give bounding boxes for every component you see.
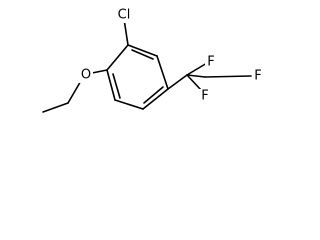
atom-label-fluorine-bottom: F [201, 89, 208, 104]
ring-double-bond-top [131, 49, 154, 60]
atom-fluorine-right: F [252, 69, 264, 84]
atom-fluorine-top: F [205, 55, 217, 70]
ring-bond-bottom [114, 99, 144, 110]
atom-chlorine: Cl [112, 7, 136, 23]
atom-label-fluorine-right: F [254, 69, 261, 84]
bond-ch2-to-ch3 [42, 102, 69, 113]
benzene-ring [106, 44, 169, 110]
atom-fluorine-bottom: F [199, 89, 211, 104]
bond-ring-to-cf3-carbon [167, 74, 188, 90]
atom-oxygen: O [79, 67, 93, 83]
ring-bond-top-left [106, 44, 129, 71]
ring-double-bond-left [112, 73, 121, 99]
ring-bond-left-vertical [106, 69, 116, 101]
bond-ring-to-oxygen [91, 69, 108, 74]
atom-label-oxygen: O [81, 68, 91, 83]
atom-label-chlorine: Cl [118, 8, 131, 23]
bond-cf3-to-f-top [186, 62, 208, 76]
bond-ring-to-chlorine [123, 18, 129, 46]
ring-bond-bottom-right [142, 88, 169, 110]
ring-bond-top-right [127, 44, 158, 57]
bond-cf3-to-f-bottom [186, 74, 202, 91]
bond-cf3-to-f-right-ext [204, 75, 252, 78]
chemical-structure-diagram: Cl O F F F [42, 7, 264, 113]
bond-cf3-to-f-right [186, 74, 206, 78]
atom-label-fluorine-top: F [207, 55, 214, 70]
ring-double-bond-bottom-right [143, 86, 164, 104]
ring-bond-right-vertical [156, 55, 169, 90]
